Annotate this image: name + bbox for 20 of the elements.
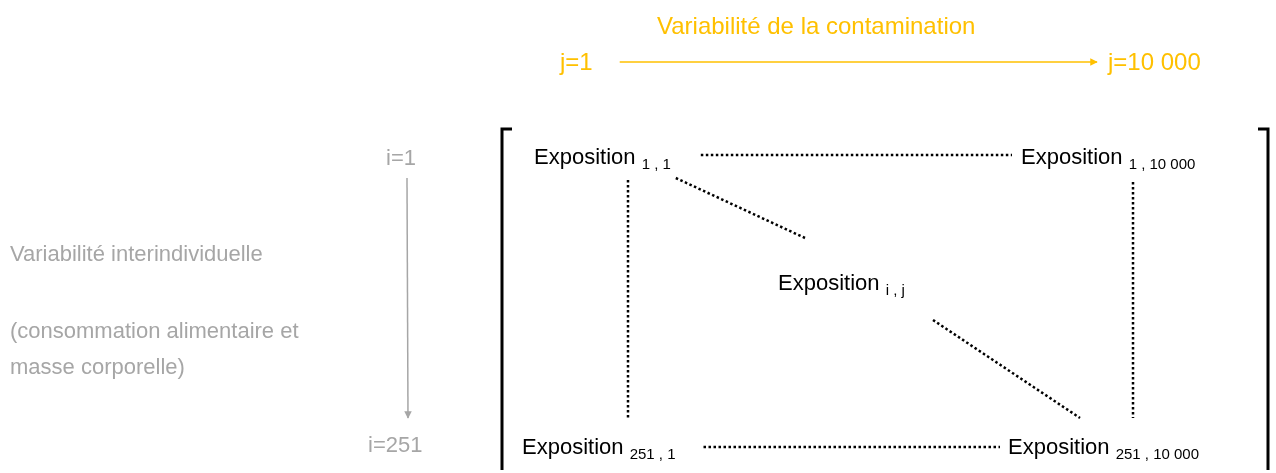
index-label: i=251 xyxy=(368,431,423,459)
matrix-entry: Exposition $_{251 , 1}$ xyxy=(522,433,676,461)
matrix-entry: Exposition $_{1 , 10 000}$ xyxy=(1021,143,1196,171)
dotted-line xyxy=(675,176,806,240)
arrow xyxy=(404,177,412,419)
index-label: j=1 xyxy=(560,48,593,76)
axis-description: Variabilité interindividuelle xyxy=(10,240,264,268)
axis-title: Variabilité de la contamination xyxy=(657,11,977,41)
dotted-line xyxy=(932,318,1081,420)
matrix-entry: Exposition $_{i , j}$ xyxy=(778,269,905,297)
index-label: j=10 000 xyxy=(1108,48,1201,76)
index-label: i=1 xyxy=(386,144,416,172)
arrow xyxy=(618,58,1098,66)
dotted-line xyxy=(1131,182,1135,418)
dotted-line xyxy=(703,445,1000,449)
axis-description: (consommation alimentaire et masse corporelle) xyxy=(10,317,300,381)
dotted-line xyxy=(626,180,630,418)
matrix-entry: Exposition $_{1 , 1}$ xyxy=(534,143,671,171)
matrix-entry: Exposition $_{251 , 10 000}$ xyxy=(1008,433,1200,461)
dotted-line xyxy=(700,153,1012,157)
